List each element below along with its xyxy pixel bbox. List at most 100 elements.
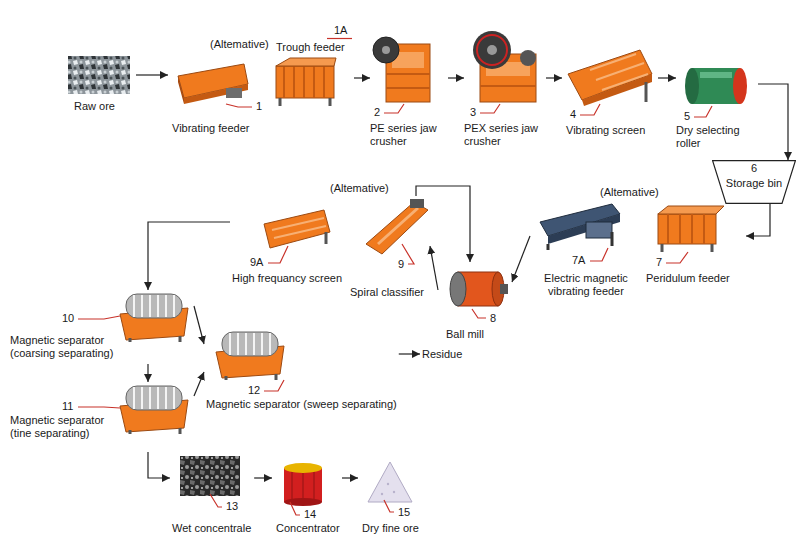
equipment-label: Peridulum feeder xyxy=(646,272,730,285)
electromagnetic-feeder-figure xyxy=(540,204,620,250)
equipment-label: Storage bin xyxy=(714,177,794,190)
fine-ore-pile xyxy=(387,483,389,485)
equipment-node: 12Magnetic separator (sweep separating) xyxy=(204,326,399,414)
flow-arrow xyxy=(416,186,470,262)
high-frequency-screen-figure xyxy=(264,210,330,248)
leader-line xyxy=(78,407,120,408)
equipment-node: 7A Electric magnetic vibrating feeder xyxy=(530,200,644,308)
pex-jaw-crusher-figure xyxy=(473,31,536,102)
callout-number: 12 xyxy=(248,384,260,397)
pex-jaw-crusher-figure xyxy=(477,35,507,65)
trough-feeder-figure xyxy=(276,58,336,106)
callout-number: 1 xyxy=(256,100,262,113)
fine-ore-pile xyxy=(393,491,395,493)
callout-number: 5 xyxy=(684,110,690,123)
trough-feeder-figure xyxy=(276,58,336,66)
leader-line xyxy=(268,246,288,263)
fine-ore-pile xyxy=(381,493,383,495)
leader-line xyxy=(78,39,712,516)
high-frequency-screen-figure xyxy=(325,232,328,244)
equipment-label: PE series jaw crusher xyxy=(370,122,446,148)
callout-number: 2 xyxy=(374,106,380,119)
callout-number: 10 xyxy=(62,312,74,325)
equipment-label: Trough feeder xyxy=(276,41,345,54)
spiral-classifier-figure xyxy=(366,199,428,254)
callout-number: 14 xyxy=(304,508,316,521)
raw-ore-pile xyxy=(68,56,130,94)
equipment-node: 1ATrough feeder xyxy=(270,24,354,110)
high-frequency-screen-figure xyxy=(264,210,330,248)
leader-line xyxy=(210,494,222,507)
trough-feeder-figure xyxy=(280,98,330,106)
output-node: Residue xyxy=(420,346,464,364)
ball-mill-figure xyxy=(450,272,508,306)
concentrator-figure xyxy=(284,498,322,506)
concentrator-figure xyxy=(284,468,322,502)
alternative-note: (Altemative) xyxy=(600,186,659,199)
equipment-label: Residue xyxy=(422,348,462,361)
spiral-classifier-figure xyxy=(366,202,428,254)
equipment-label: PEX series jaw crusher xyxy=(464,122,544,148)
leader-line xyxy=(590,248,608,261)
flow-arrow xyxy=(194,372,204,396)
pendulum-feeder-figure xyxy=(668,214,704,244)
magnetic-separator-figure xyxy=(120,386,188,434)
vibrating-feeder-figure xyxy=(226,88,242,98)
callout-number: 11 xyxy=(62,400,73,413)
callout-number: 15 xyxy=(398,506,410,519)
flow-arrow xyxy=(147,364,148,382)
equipment-label: Magnetic separator (coarsing separating) xyxy=(10,334,118,360)
spiral-classifier-figure xyxy=(378,208,418,244)
dry-roller-figure xyxy=(685,68,747,104)
pendulum-feeder-figure xyxy=(658,206,724,252)
pe-jaw-crusher-figure xyxy=(373,37,399,63)
equipment-label: Spiral classifier xyxy=(350,286,424,299)
equipment-label: Dry fine ore xyxy=(362,522,419,535)
trough-feeder-figure xyxy=(284,66,324,98)
alternative-note: (Altemative) xyxy=(330,182,389,195)
pendulum-feeder-figure xyxy=(662,244,712,252)
pendulum-feeder-figure xyxy=(658,214,716,244)
dry-roller-figure xyxy=(733,68,747,104)
vibrating-feeder-figure xyxy=(184,84,248,104)
equipment-node: 2 PE series jaw crusher xyxy=(370,30,448,152)
alternative-note: (Altemative) xyxy=(210,38,269,51)
equipment-node: 10Magnetic separator (coarsing separatin… xyxy=(6,290,194,364)
equipment-node: 4Vibrating screen xyxy=(562,44,658,148)
equipment-label: Raw ore xyxy=(74,100,115,113)
magnetic-separator-figure xyxy=(216,332,284,380)
pe-jaw-crusher-figure xyxy=(386,74,430,88)
concentrator-figure xyxy=(292,470,314,502)
trough-feeder-figure xyxy=(276,66,334,98)
fine-ore-pile xyxy=(368,462,412,502)
callout-number: 9 xyxy=(398,258,404,271)
vibrating-screen-figure xyxy=(582,74,652,106)
equipment-label: Vibrating screen xyxy=(566,124,645,137)
equipment-label: Concentrator xyxy=(276,522,340,535)
flow-arrow xyxy=(148,452,170,478)
pex-jaw-crusher-figure xyxy=(487,45,497,55)
raw-ore-pile xyxy=(68,56,130,94)
leader-line xyxy=(384,104,404,113)
flow-arrow xyxy=(399,353,420,354)
equipment-node: 14Concentrator xyxy=(272,456,342,540)
callout-number: 4 xyxy=(570,108,576,121)
callout-number: 6 xyxy=(714,162,794,175)
equipment-label: Ball mill xyxy=(446,328,484,341)
bin-outline xyxy=(713,161,796,204)
equipment-node: 9AHigh frequancy screen xyxy=(230,196,344,287)
callout-number: 7 xyxy=(656,256,662,269)
callout-number: 7A xyxy=(572,254,585,267)
leader-line xyxy=(78,316,120,319)
leader-line xyxy=(666,252,688,263)
equipment-label: Electric magnetic vibrating feeder xyxy=(530,272,642,298)
equipment-node: 5Dry selecting roller xyxy=(676,58,758,152)
flow-arrow xyxy=(354,77,370,78)
leader-line xyxy=(480,104,500,113)
pendulum-feeder-figure xyxy=(658,206,724,214)
flow-arrow xyxy=(342,477,358,478)
dry-roller-figure xyxy=(692,68,740,104)
equipment-label: Vibrating feeder xyxy=(172,122,249,135)
pe-jaw-crusher-figure xyxy=(373,37,430,102)
